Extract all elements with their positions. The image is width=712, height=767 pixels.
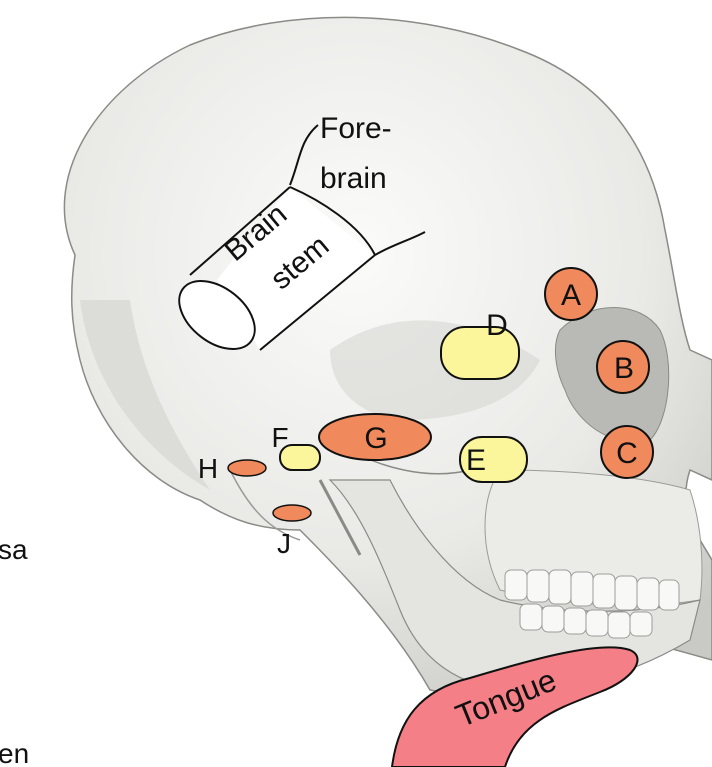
marker-e-letter: E <box>466 444 486 477</box>
marker-d-letter: D <box>486 309 508 342</box>
marker-j-shape <box>273 505 311 521</box>
marker-h-letter: H <box>198 453 218 484</box>
forebrain-label-line1: Fore- <box>320 112 392 145</box>
marker-g: G <box>319 414 431 460</box>
marker-h-shape <box>228 460 266 476</box>
cutoff-text-2: en <box>0 738 29 767</box>
marker-a-letter: A <box>561 279 581 312</box>
marker-b: B <box>597 341 649 393</box>
marker-c: C <box>601 426 653 478</box>
marker-g-letter: G <box>364 422 387 455</box>
marker-c-letter: C <box>616 437 638 470</box>
marker-e: E <box>460 437 527 482</box>
cutoff-text-1: sa <box>0 534 28 565</box>
forebrain-label-line2: brain <box>320 162 387 195</box>
marker-b-letter: B <box>614 352 634 385</box>
marker-j-letter: J <box>277 528 291 559</box>
marker-f-letter: F <box>271 422 288 453</box>
marker-a: A <box>545 268 597 320</box>
